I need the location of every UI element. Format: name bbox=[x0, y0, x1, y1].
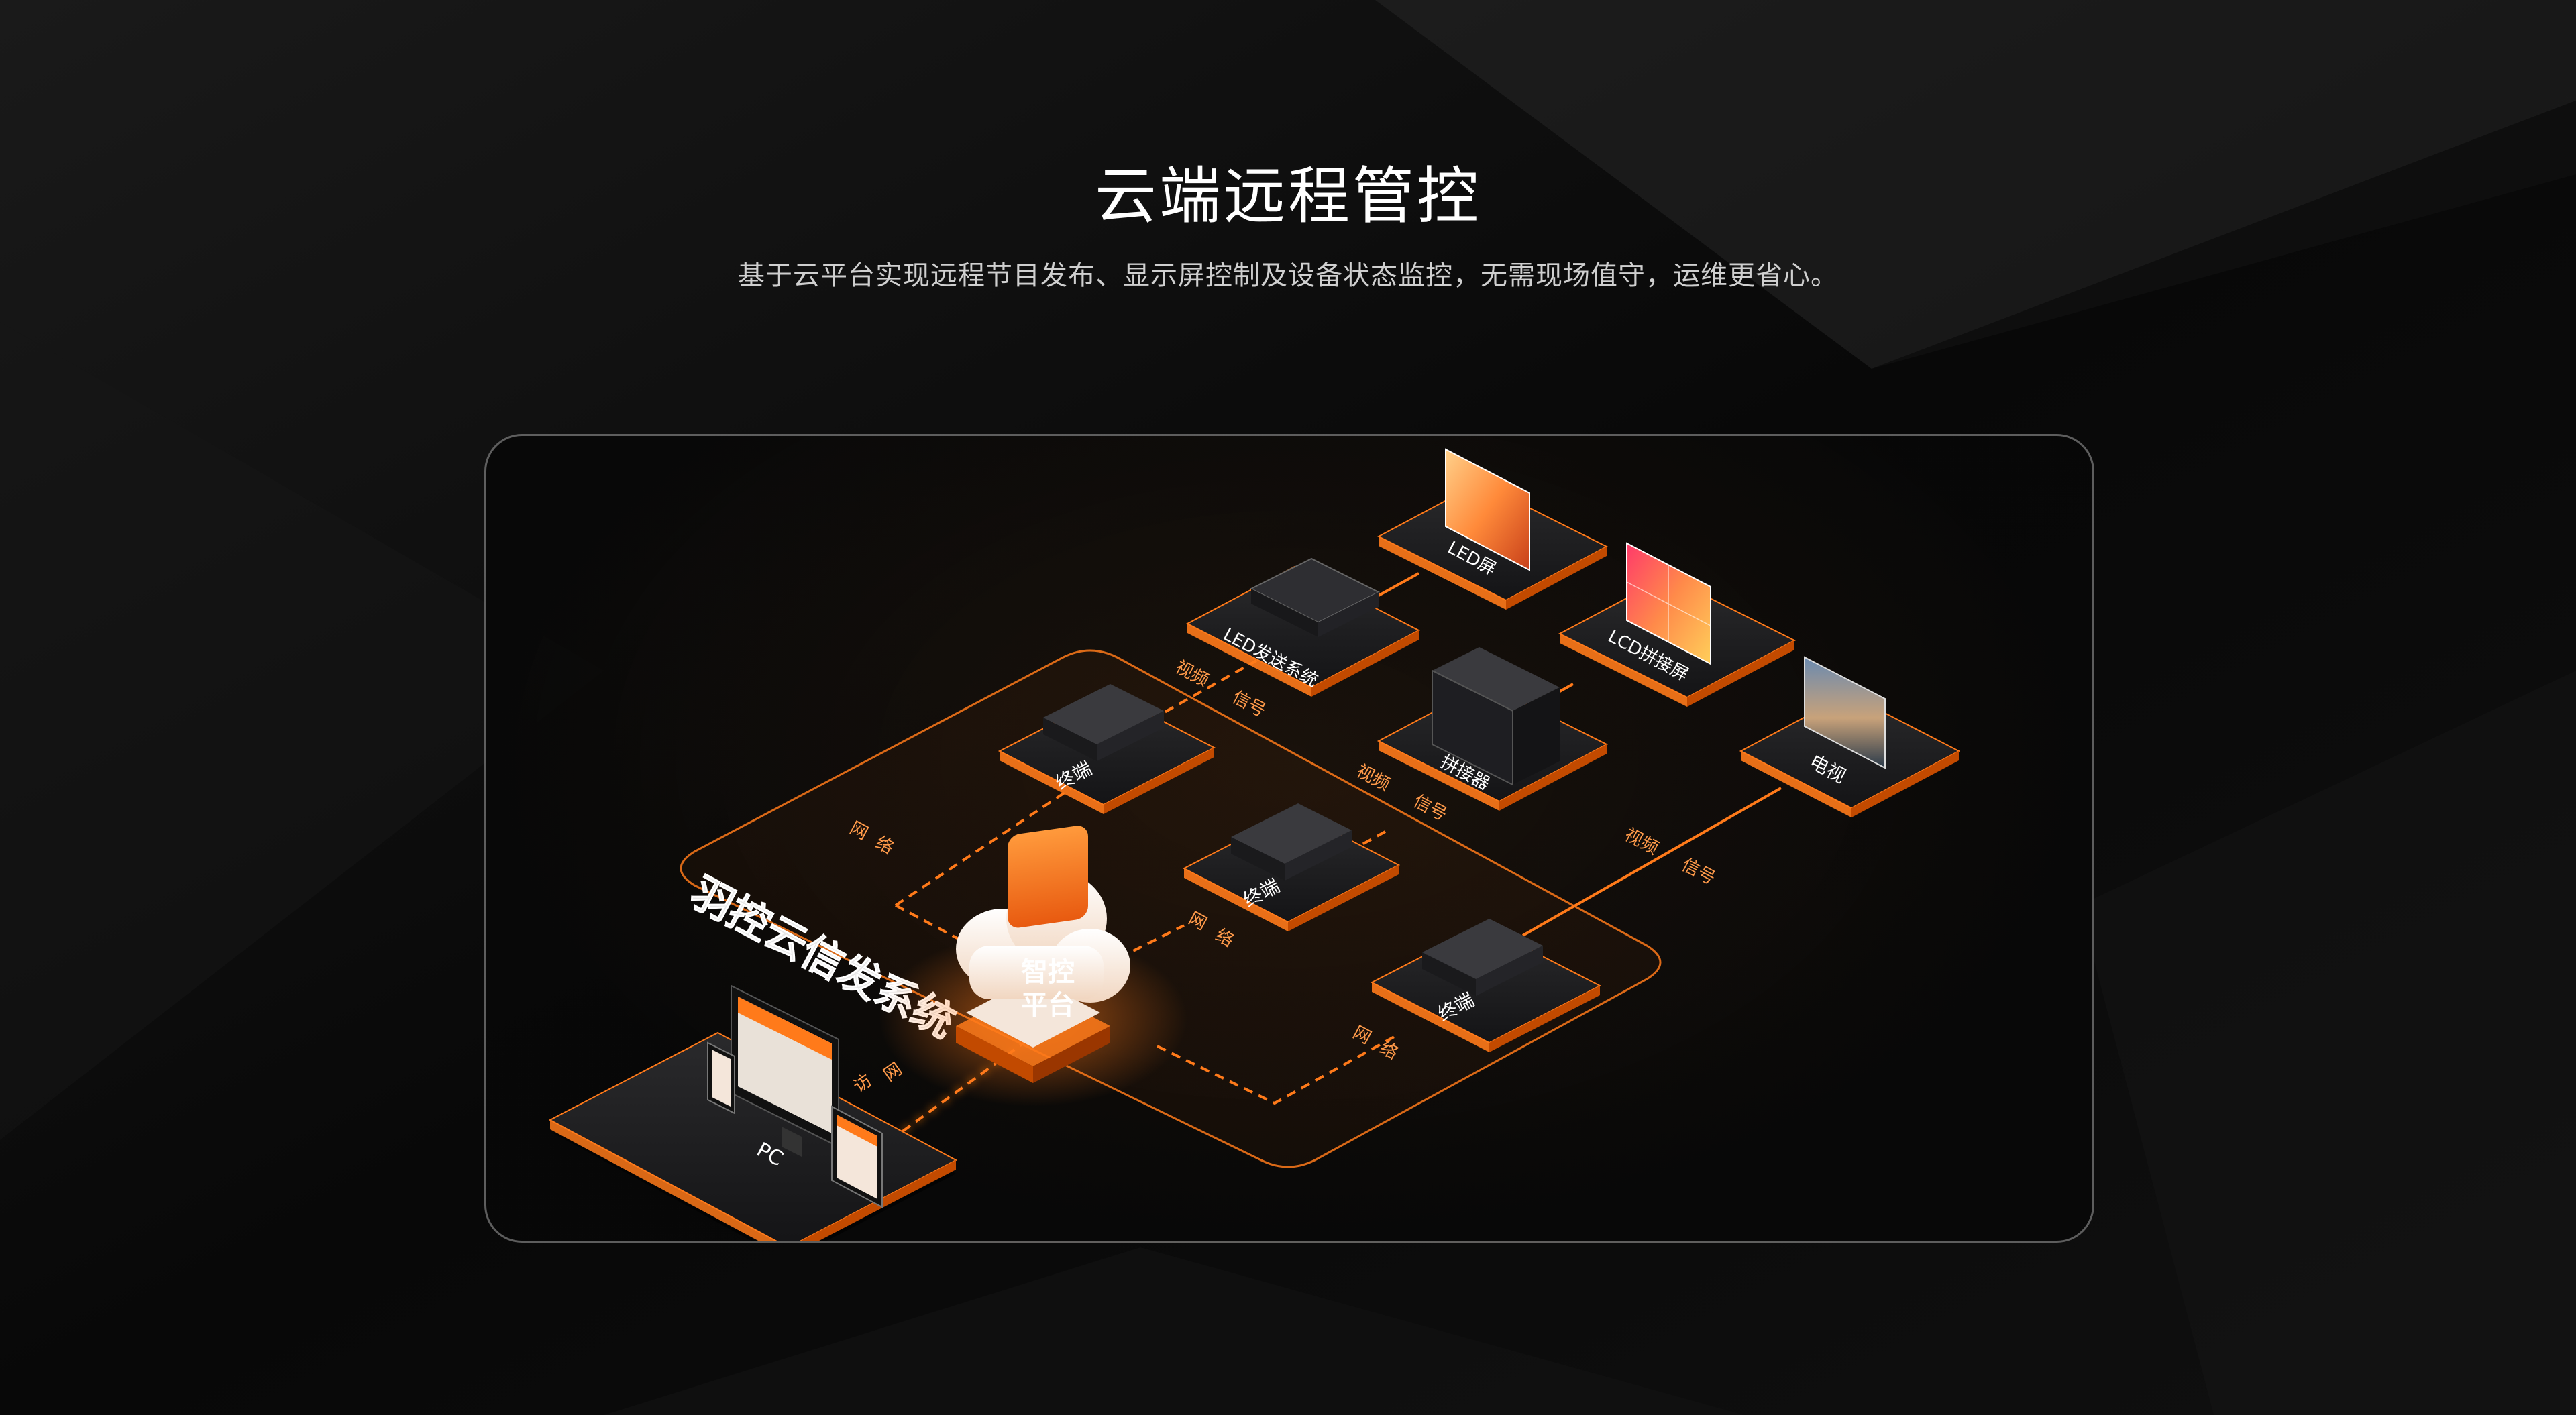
tv-icon bbox=[1804, 656, 1886, 769]
edge-label-video3-b: 信号 bbox=[1678, 855, 1719, 889]
node-hub: 智控 平台 bbox=[879, 826, 1187, 1107]
line-terminal3-tv bbox=[1522, 787, 1782, 937]
hub-label-line1: 智控 bbox=[1021, 957, 1075, 988]
node-led-screen: LED屏 bbox=[1377, 448, 1609, 610]
terminal-box-icon bbox=[1422, 919, 1543, 996]
edge-label-access-a: 访 bbox=[850, 1070, 876, 1096]
node-terminal-2: 终端 bbox=[1182, 803, 1401, 931]
pc-monitor-icon bbox=[731, 984, 839, 1157]
edge-label-video1-b: 信号 bbox=[1229, 687, 1269, 722]
terminal-box-icon bbox=[1043, 684, 1164, 761]
sender-box-icon bbox=[1249, 557, 1381, 637]
led-panel-icon bbox=[1445, 448, 1530, 571]
splicer-box-icon bbox=[1432, 647, 1560, 786]
page-subtitle: 基于云平台实现远程节目发布、显示屏控制及设备状态监控，无需现场值守，运维更省心。 bbox=[738, 260, 1838, 291]
node-splicer: 拼接器 bbox=[1377, 647, 1609, 811]
node-terminal-1: 终端 bbox=[998, 684, 1216, 814]
page-title: 云端远程管控 bbox=[1094, 160, 1481, 232]
line-hub-terminal3 bbox=[1157, 1035, 1396, 1105]
node-lcd-wall: LCD拼接屏 bbox=[1558, 542, 1796, 707]
cloud-icon bbox=[956, 826, 1130, 1003]
system-diagram: PC 羽控云信发系统 智控 平台 bbox=[548, 448, 1961, 1241]
hub-label-line2: 平台 bbox=[1021, 990, 1075, 1021]
edge-label-video1-a: 视频 bbox=[1172, 657, 1212, 691]
lcd-wall-icon bbox=[1626, 542, 1711, 665]
tablet-icon bbox=[831, 1105, 883, 1208]
phone-icon bbox=[707, 1041, 735, 1115]
node-terminal-3: 终端 bbox=[1370, 919, 1602, 1052]
terminal-box-icon bbox=[1231, 803, 1352, 881]
node-tv: 电视 bbox=[1739, 656, 1961, 817]
line-hub-terminal1b bbox=[895, 904, 997, 960]
edge-label-video3-a: 视频 bbox=[1621, 825, 1662, 859]
diagram-panel: PC 羽控云信发系统 智控 平台 bbox=[484, 434, 2094, 1243]
node-pc: PC bbox=[548, 984, 958, 1241]
system-platform bbox=[680, 649, 1662, 1168]
node-led-sender: LED发送系统 bbox=[1185, 557, 1421, 697]
